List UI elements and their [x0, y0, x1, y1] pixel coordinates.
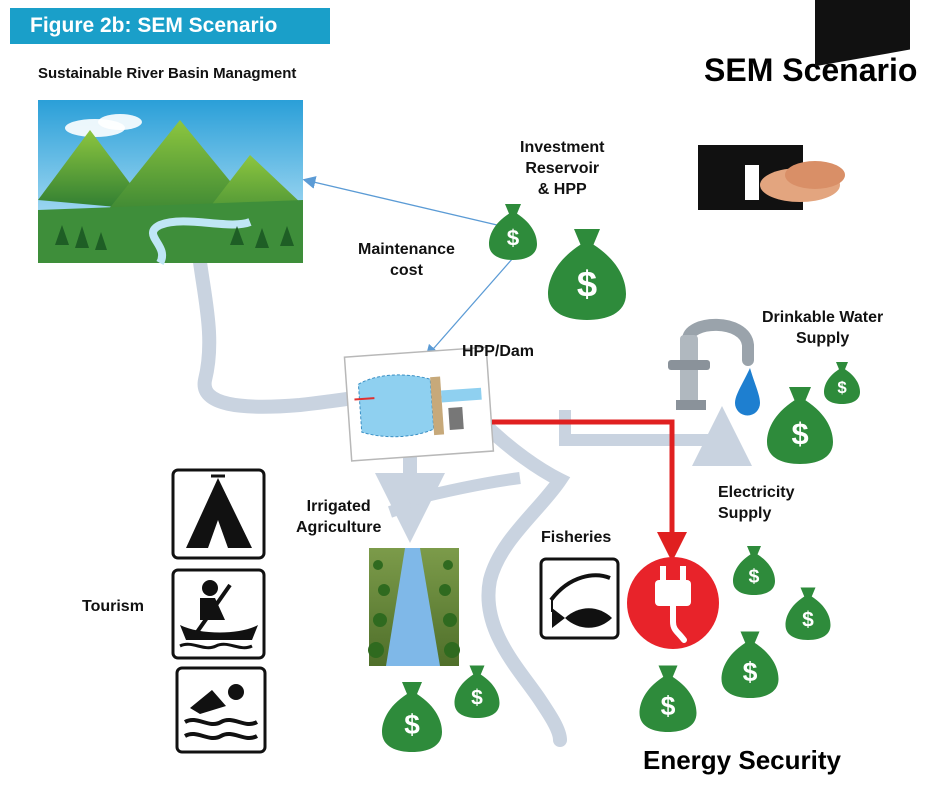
river-branch-water: [559, 406, 752, 466]
irrigated-field-image: [368, 548, 460, 666]
canoe-icon: [171, 568, 266, 660]
electricity-arrow: [492, 419, 687, 562]
drinkable-water-label: Drinkable Water Supply: [762, 309, 884, 347]
water-tap-icon: [668, 318, 760, 416]
fisheries-label: Fisheries: [541, 529, 612, 546]
svg-text:$: $: [802, 609, 814, 632]
svg-text:$: $: [577, 264, 597, 305]
figure-banner: Figure 2b: SEM Scenario: [10, 8, 330, 44]
mountain-river-image: [38, 100, 303, 265]
hpp-dam-image: [343, 346, 495, 462]
hpp-dam-label: HPP/Dam: [462, 343, 535, 360]
energy-security-label: Energy Security: [643, 745, 841, 775]
maintenance-label: Maintenance cost: [358, 241, 455, 279]
handshake-icon: [698, 0, 910, 210]
tourism-label: Tourism: [82, 598, 144, 615]
investment-label: Investment Reservoir & HPP: [520, 139, 605, 198]
investment-arrow: [425, 257, 514, 358]
svg-text:$: $: [791, 416, 808, 451]
irrigated-agriculture-label: Irrigated Agriculture: [296, 498, 382, 536]
swimming-icon: [175, 666, 267, 754]
river-branch-tourism: [388, 472, 521, 518]
svg-text:$: $: [749, 565, 760, 587]
svg-text:$: $: [837, 378, 847, 397]
river-path-lower: [473, 413, 571, 747]
electricity-supply-label: Electricity Supply: [718, 484, 795, 522]
svg-text:$: $: [471, 687, 483, 710]
scenario-title: SEM Scenario: [704, 52, 918, 88]
camping-tent-icon: [171, 468, 266, 560]
power-plug-icon: [627, 557, 719, 649]
svg-text:$: $: [661, 691, 676, 721]
basin-title: Sustainable River Basin Managment: [38, 65, 297, 82]
svg-text:$: $: [507, 226, 520, 251]
svg-text:$: $: [743, 657, 758, 687]
svg-text:$: $: [404, 709, 420, 740]
fishing-icon: [539, 557, 620, 640]
maintenance-arrow: [302, 176, 498, 226]
money-bag-icon: $ $ $ $ $ $ $ $ $ $: [382, 204, 860, 752]
